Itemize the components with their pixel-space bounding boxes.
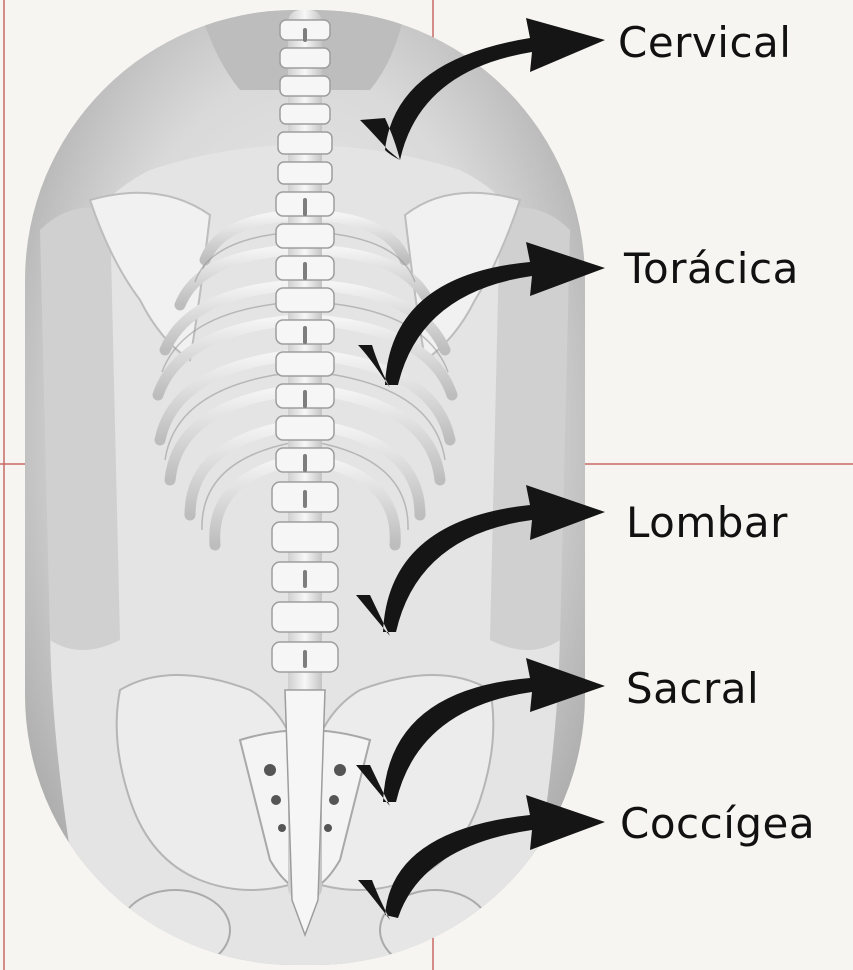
- label-lombar: Lombar: [626, 502, 788, 544]
- label-coccigea: Coccígea: [620, 803, 815, 845]
- label-sacral: Sacral: [626, 668, 759, 710]
- label-cervical: Cervical: [618, 22, 791, 64]
- label-toracica: Torácica: [624, 248, 799, 290]
